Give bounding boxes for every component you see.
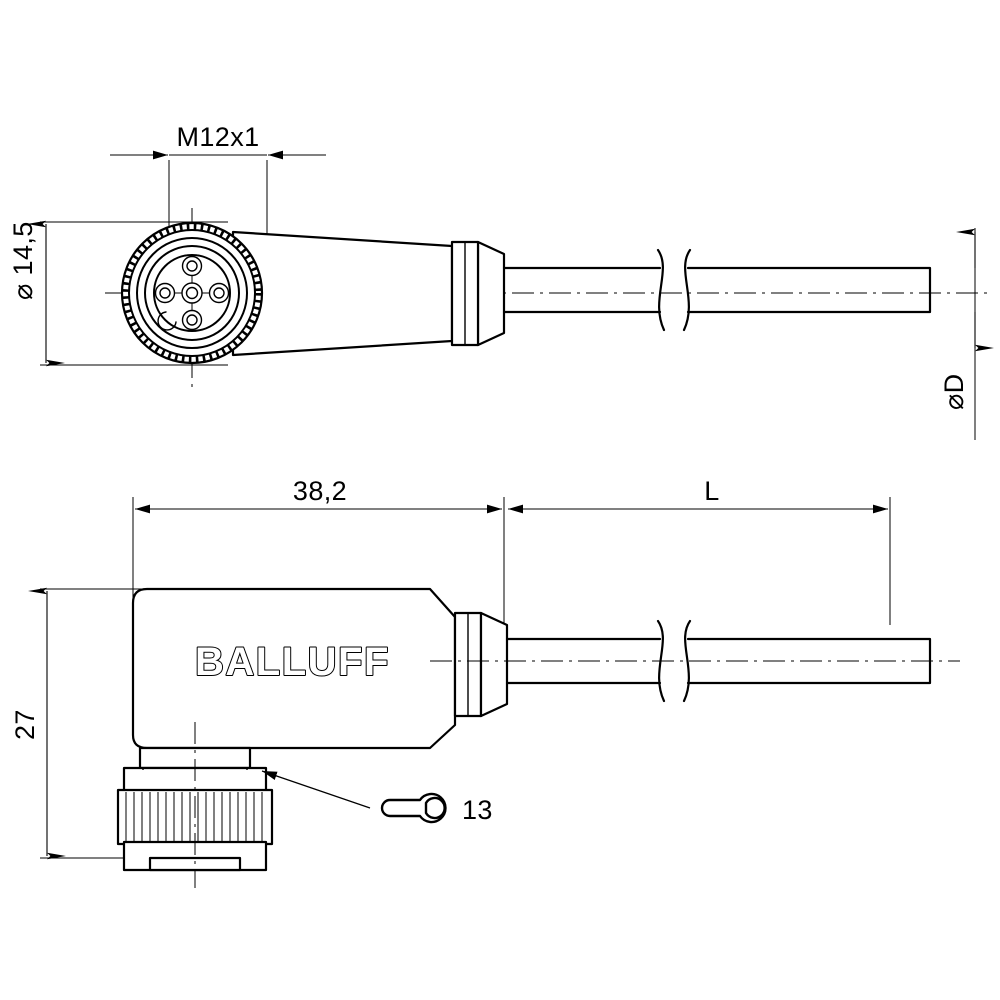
cable-left-segment-side	[505, 637, 662, 685]
cable-break-curve-a-top	[656, 248, 666, 332]
dimension-label-group-cable: ⌀D	[939, 373, 969, 410]
dimension-label-cable-diameter: ⌀D	[939, 373, 969, 410]
socket-right-bore-top	[213, 287, 225, 299]
socket-center-bore-top	[185, 286, 199, 300]
socket-group-top	[154, 255, 230, 331]
side-view-group: 38,2 L 27	[10, 476, 960, 888]
dimension-label-body-length: 38,2	[293, 476, 347, 506]
dimension-label-height: 27	[10, 709, 40, 740]
brand-logo-text: BALLUFF	[195, 640, 390, 684]
nut-knurl-rib-lines	[125, 792, 263, 842]
socket-center-top	[181, 282, 203, 304]
dimension-height-27: 27	[10, 587, 150, 860]
knurl-teeth-ring-top	[122, 223, 262, 363]
dimension-label-group: ⌀ 14,5	[8, 221, 38, 300]
dimension-face-diameter: ⌀ 14,5	[8, 220, 228, 367]
diameter-symbol-cable: ⌀	[939, 393, 969, 410]
connector-body-side	[131, 587, 457, 750]
dimension-thread-m12x1: M12x1	[110, 122, 326, 258]
collar-ring-side	[479, 611, 509, 718]
callout-leader-line	[261, 770, 371, 809]
connector-body-taper-top	[231, 230, 454, 357]
cable-break-curve-a-side	[656, 619, 666, 703]
wrench-icon	[380, 792, 447, 824]
keyway-notch-top	[157, 311, 177, 331]
socket-right-top	[208, 282, 230, 304]
dimension-label-m12x1: M12x1	[176, 122, 259, 152]
cable-left-segment-top	[502, 266, 662, 314]
socket-left-bore-top	[159, 287, 171, 299]
collar-ring-top	[476, 240, 506, 347]
wrench-icon-shape	[380, 792, 447, 824]
connector-face-top	[120, 221, 264, 365]
socket-left-top	[154, 282, 176, 304]
coupling-nut-assembly-side	[116, 722, 274, 888]
cable-break-curve-b-side	[682, 619, 692, 703]
socket-bottom-bore-top	[186, 314, 198, 326]
top-view-group: M12x1 ⌀ 14,5	[8, 122, 994, 440]
socket-bottom-top	[181, 309, 203, 331]
socket-top-top	[181, 255, 203, 277]
dimension-length-group: 38,2 L	[132, 476, 891, 625]
cable-right-segment-top	[686, 266, 932, 314]
wrench-size-label: 13	[462, 795, 493, 825]
cable-break-curve-b-top	[682, 248, 692, 332]
socket-top-bore-top	[186, 260, 198, 272]
dimension-label-group-height: 27	[10, 709, 40, 740]
dimension-label-cable-length: L	[704, 476, 719, 506]
dimension-cable-diameter: ⌀D	[939, 228, 994, 440]
diameter-symbol: ⌀	[8, 283, 38, 300]
wrench-size-callout: 13	[261, 770, 493, 825]
dimension-label-face-diameter: ⌀ 14,5	[8, 221, 38, 300]
